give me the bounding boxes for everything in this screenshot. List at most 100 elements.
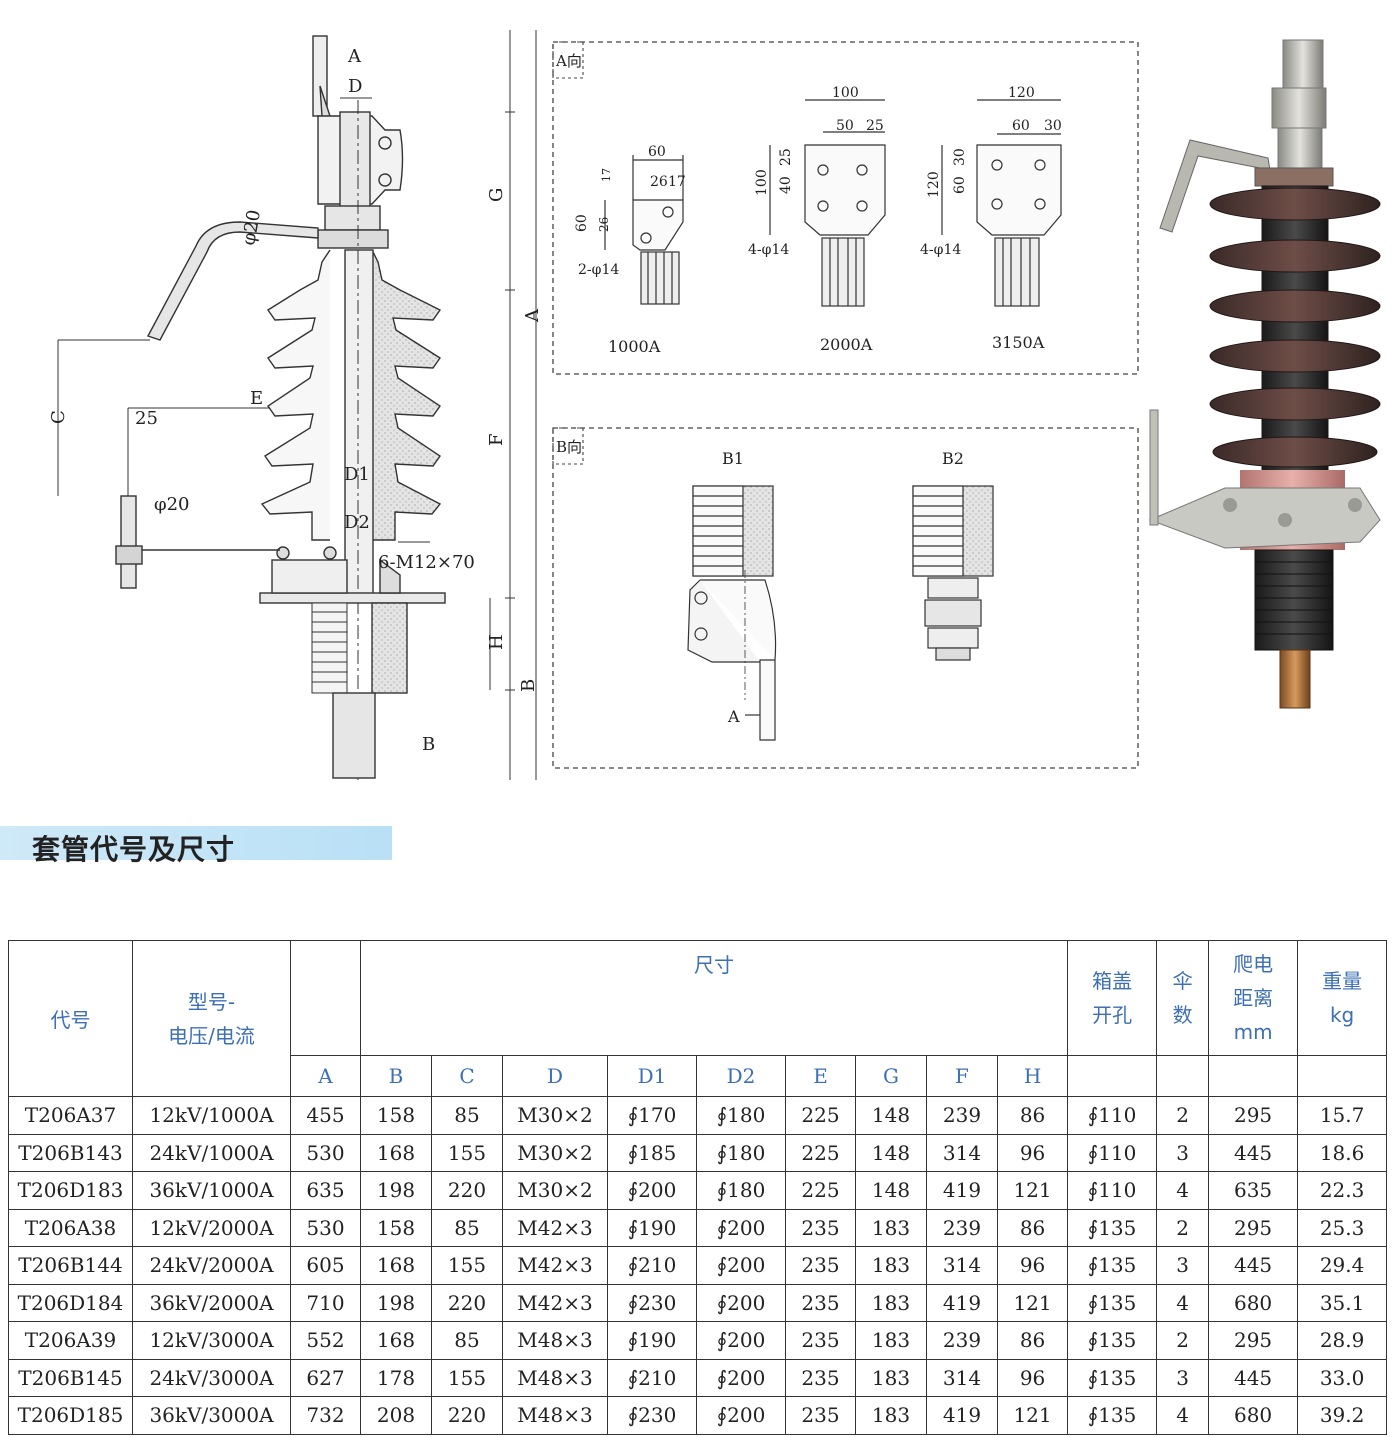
cell-b: 178 xyxy=(360,1358,432,1397)
cell-cover-hole: ∮110 xyxy=(1067,1133,1158,1172)
label-bolts: 6-M12×70 xyxy=(378,552,475,573)
cell-model: 24kV/1000A xyxy=(132,1133,291,1172)
subheader-blank-weight xyxy=(1297,1055,1388,1097)
cell-cover-hole: ∮135 xyxy=(1067,1208,1158,1247)
cell-code: T206A38 xyxy=(8,1208,133,1247)
cell-code: T206D185 xyxy=(8,1396,133,1435)
t1000-label: 1000A xyxy=(608,337,661,356)
cell-d: M42×3 xyxy=(502,1283,608,1322)
cell-a: 627 xyxy=(290,1358,361,1397)
subheader-d2: D2 xyxy=(696,1055,786,1097)
t3150-h120: 120 xyxy=(926,171,942,198)
cell-cover-hole: ∮135 xyxy=(1067,1283,1158,1322)
cell-e: 225 xyxy=(785,1133,856,1172)
cell-d2: ∮200 xyxy=(696,1358,786,1397)
cell-h: 121 xyxy=(996,1283,1069,1322)
cell-e: 225 xyxy=(785,1096,856,1135)
label-g: G xyxy=(486,188,507,202)
subheader-f: F xyxy=(926,1055,998,1097)
view-b1-drawing xyxy=(687,485,777,741)
t3150-h60: 60 xyxy=(952,176,968,194)
t2000-label: 2000A xyxy=(820,335,873,354)
cell-c: 220 xyxy=(431,1171,503,1210)
view-b2-drawing xyxy=(912,485,994,661)
cell-sheds: 2 xyxy=(1156,1208,1210,1247)
cell-g: 148 xyxy=(855,1171,927,1210)
cell-f: 239 xyxy=(926,1208,998,1247)
cell-d2: ∮180 xyxy=(696,1133,786,1172)
cell-sheds: 3 xyxy=(1156,1133,1210,1172)
label-b-bottom: B xyxy=(422,734,435,755)
cell-g: 183 xyxy=(855,1208,927,1247)
cell-weight: 25.3 xyxy=(1297,1208,1388,1247)
cell-d1: ∮190 xyxy=(607,1208,697,1247)
t1000-holes: 2-φ14 xyxy=(578,262,619,278)
cell-code: T206B145 xyxy=(8,1358,133,1397)
cell-b: 198 xyxy=(360,1171,432,1210)
cell-d: M42×3 xyxy=(502,1208,608,1247)
cell-cover-hole: ∮110 xyxy=(1067,1096,1158,1135)
header-creepage: 爬电 距离 mm xyxy=(1208,940,1299,1056)
cell-a: 552 xyxy=(290,1321,361,1360)
cell-d: M30×2 xyxy=(502,1171,608,1210)
cell-a: 710 xyxy=(290,1283,361,1322)
t1000-w26: 26 xyxy=(650,174,668,190)
cell-weight: 22.3 xyxy=(1297,1171,1388,1210)
cell-cover-hole: ∮135 xyxy=(1067,1396,1158,1435)
cell-h: 121 xyxy=(996,1171,1069,1210)
view-b-title: B向 xyxy=(556,438,582,456)
cell-model: 24kV/2000A xyxy=(132,1246,291,1285)
cell-a: 530 xyxy=(290,1208,361,1247)
label-a-top: A xyxy=(347,46,362,67)
cell-c: 155 xyxy=(431,1246,503,1285)
label-h: H xyxy=(486,634,507,650)
cell-a: 605 xyxy=(290,1246,361,1285)
t2000-holes: 4-φ14 xyxy=(748,242,789,258)
header-sheds: 伞 数 xyxy=(1156,940,1210,1056)
cell-f: 419 xyxy=(926,1283,998,1322)
cell-d: M48×3 xyxy=(502,1396,608,1435)
header-cover-hole: 箱盖 开孔 xyxy=(1067,940,1158,1056)
label-phi20-bottom: φ20 xyxy=(154,494,190,515)
cell-f: 419 xyxy=(926,1171,998,1210)
t1000-w60: 60 xyxy=(648,144,666,160)
cell-creepage: 680 xyxy=(1208,1396,1299,1435)
cell-d1: ∮230 xyxy=(607,1283,697,1322)
section-title: 套管代号及尺寸 xyxy=(32,833,236,866)
cell-b: 158 xyxy=(360,1096,432,1135)
cell-h: 96 xyxy=(996,1246,1069,1285)
cell-d1: ∮210 xyxy=(607,1358,697,1397)
cell-sheds: 3 xyxy=(1156,1246,1210,1285)
subheader-g: G xyxy=(855,1055,927,1097)
cell-b: 208 xyxy=(360,1396,432,1435)
cell-c: 85 xyxy=(431,1321,503,1360)
cell-weight: 39.2 xyxy=(1297,1396,1388,1435)
cell-d: M48×3 xyxy=(502,1321,608,1360)
cell-sheds: 2 xyxy=(1156,1096,1210,1135)
cell-h: 86 xyxy=(996,1321,1069,1360)
cell-g: 183 xyxy=(855,1396,927,1435)
header-weight: 重量 kg xyxy=(1297,940,1388,1056)
cell-c: 220 xyxy=(431,1283,503,1322)
cell-creepage: 295 xyxy=(1208,1208,1299,1247)
cell-c: 155 xyxy=(431,1133,503,1172)
t1000-w17: 17 xyxy=(668,174,686,190)
cell-weight: 33.0 xyxy=(1297,1358,1388,1397)
bushing-photo xyxy=(1148,39,1381,709)
cell-f: 314 xyxy=(926,1358,998,1397)
subheader-d1: D1 xyxy=(607,1055,697,1097)
label-c: C xyxy=(48,410,69,424)
header-code: 代号 xyxy=(8,940,133,1097)
cell-b: 168 xyxy=(360,1246,432,1285)
technical-drawing: A D G A φ20 C 25 E F D1 D2 φ20 6-M12×70 … xyxy=(48,30,1381,780)
view-a-panel: A向 60 26 17 17 60 26 2-φ14 1000A xyxy=(552,41,1139,375)
t1000-h26: 26 xyxy=(597,217,611,232)
cell-d1: ∮200 xyxy=(607,1171,697,1210)
cell-cover-hole: ∮135 xyxy=(1067,1246,1158,1285)
terminal-1000a xyxy=(604,155,684,305)
